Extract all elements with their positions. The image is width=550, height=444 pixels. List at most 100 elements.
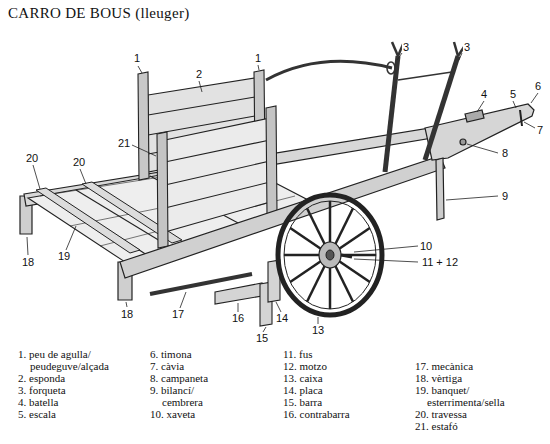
part-name: 16. contrabarra <box>283 408 411 420</box>
part-name: 21. estafó <box>415 420 543 432</box>
leader-lines-part <box>80 169 86 184</box>
under-parts-part <box>215 283 262 304</box>
part-name: 1. peu de agulla/ peudeguve/alçada <box>18 348 136 372</box>
far-side-board-part <box>138 72 149 180</box>
leader-lines-part <box>459 53 462 60</box>
support-leg <box>436 158 444 220</box>
forquetas-part <box>392 42 398 56</box>
part-name: 15. barra <box>283 396 411 408</box>
callout-number: 13 <box>311 324 325 336</box>
part-name: 12. motzo <box>283 360 411 372</box>
part-name: 11. fus <box>283 348 411 360</box>
part-name: 10. xaveta <box>150 408 278 420</box>
callout-number: 10 <box>419 240 433 252</box>
part-name: 5. escala <box>18 408 146 420</box>
callout-number: 3 <box>463 41 471 53</box>
leader-lines <box>27 53 538 332</box>
far-side-board-part <box>148 97 255 115</box>
callout-number: 20 <box>25 152 39 164</box>
callout-number: 14 <box>275 312 289 324</box>
tongue-part <box>460 139 466 145</box>
callout-number: 1 <box>254 52 262 64</box>
callout-number: 19 <box>57 250 71 262</box>
wheel-part <box>341 255 352 257</box>
near-rail-part <box>120 156 445 278</box>
leader-lines-part <box>199 81 202 92</box>
near-side-board-part <box>165 161 270 185</box>
callout-number: 9 <box>501 190 509 202</box>
wheel-part <box>284 201 376 309</box>
leader-lines-part <box>27 237 28 255</box>
part-name: 13. caixa <box>283 372 411 384</box>
tongue-part <box>465 110 484 122</box>
part-name: 8. campaneta <box>150 372 278 384</box>
leader-lines-part <box>354 246 418 252</box>
callout-number: 20 <box>72 156 86 168</box>
callout-number: 11 + 12 <box>421 256 459 268</box>
callout-number: 18 <box>120 308 134 320</box>
leader-lines-part <box>477 101 484 112</box>
callout-number: 21 <box>117 137 131 149</box>
leader-lines-part <box>33 165 40 189</box>
part-name: 6. timona <box>150 348 278 360</box>
forquetas-part <box>454 42 458 56</box>
leader-lines-part <box>180 292 186 308</box>
part-name: 18. vèrtiga <box>415 372 543 384</box>
callout-number: 16 <box>231 312 245 324</box>
callout-number: 2 <box>195 68 203 80</box>
callout-number: 7 <box>536 124 544 136</box>
under-parts <box>150 260 280 326</box>
callout-number: 17 <box>171 308 185 320</box>
leader-lines-part <box>354 259 418 262</box>
part-name: 19. banquet/ esterrimenta/sella <box>415 384 535 408</box>
callout-number: 5 <box>509 88 517 100</box>
forquetas-part <box>266 61 392 80</box>
wheel <box>278 195 382 315</box>
leader-lines-part <box>66 226 76 250</box>
leader-lines-part <box>446 196 498 200</box>
floor-crossbars-part <box>36 188 140 253</box>
wheel-part <box>278 195 382 315</box>
leader-lines-part <box>276 302 281 312</box>
forquetas-part <box>385 56 398 172</box>
support-leg-part <box>436 158 444 220</box>
part-name: 9. bilancí/ cembrera <box>150 384 232 408</box>
near-side-board-part <box>165 182 270 208</box>
near-side-board-part <box>165 140 270 162</box>
callout-number: 8 <box>501 147 509 159</box>
leader-lines-part <box>138 66 142 73</box>
wheel-part <box>326 250 334 260</box>
part-name: 7. càvia <box>150 360 278 372</box>
leader-lines-part <box>318 317 319 324</box>
near-side-board-part <box>157 132 168 248</box>
forquetas-part <box>398 72 452 80</box>
leader-lines-part <box>524 122 535 128</box>
leader-lines-part <box>397 53 402 60</box>
near-side-board-part <box>266 106 277 214</box>
leader-lines-part <box>513 101 516 108</box>
callout-number: 6 <box>534 80 542 92</box>
near-rail <box>120 156 445 278</box>
part-name: 3. forqueta <box>18 384 146 396</box>
part-name: 20. travessa <box>415 408 543 420</box>
part-name: 17. mecànica <box>415 360 543 372</box>
leader-lines-part <box>238 303 239 312</box>
diagram-title: CARRO DE BOUS (lleuger) <box>8 5 189 22</box>
tongue-part <box>520 110 522 126</box>
callout-number: 3 <box>402 41 410 53</box>
leader-lines-part <box>467 144 498 153</box>
part-name: 4. batella <box>18 396 146 408</box>
wheel-part <box>319 242 341 268</box>
forquetas <box>266 42 466 172</box>
callout-number: 4 <box>480 88 488 100</box>
leader-lines-part <box>126 302 127 307</box>
leader-lines-part <box>132 145 156 156</box>
leader-lines-part <box>531 93 538 103</box>
callout-number: 15 <box>255 332 269 344</box>
callout-number: 18 <box>21 256 35 268</box>
near-side-board-part <box>165 118 270 232</box>
forquetas-part <box>425 56 458 160</box>
leader-lines-part <box>258 65 259 70</box>
